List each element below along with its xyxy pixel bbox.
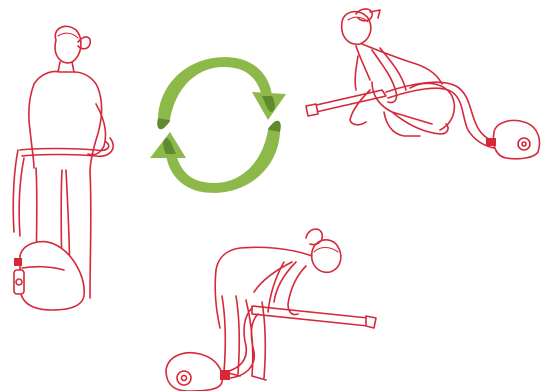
woman-bending-vacuuming-icon bbox=[166, 229, 376, 391]
woman-standing-with-vacuum-icon bbox=[13, 26, 113, 310]
woman-kneeling-vacuuming-icon bbox=[306, 9, 539, 159]
cycle-arrows-icon bbox=[150, 57, 286, 193]
